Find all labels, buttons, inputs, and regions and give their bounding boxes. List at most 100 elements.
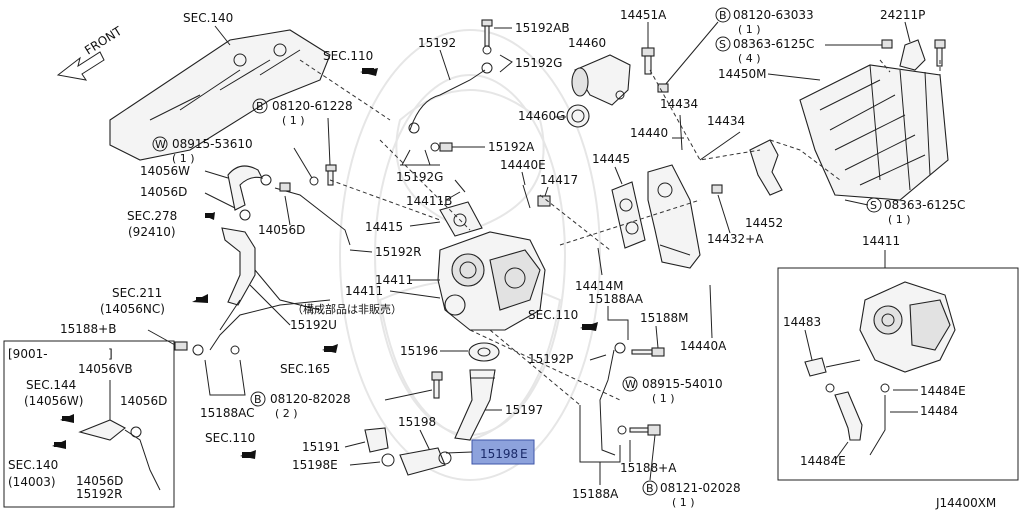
label-14056w[interactable]: 14056W <box>140 164 190 178</box>
highlighted-part-15198e[interactable] <box>471 439 535 465</box>
hose-14484[interactable] <box>825 383 890 456</box>
stud-14414m[interactable] <box>597 247 603 276</box>
label-14451a[interactable]: 14451A <box>620 8 667 22</box>
label-sec140-top[interactable]: SEC.140 <box>183 11 233 25</box>
label-92410[interactable]: (92410) <box>128 225 176 239</box>
label-15192[interactable]: 15192 <box>418 36 456 50</box>
bolt-08120-61228[interactable] <box>325 164 337 186</box>
label-sec278[interactable]: SEC.278 <box>127 209 177 223</box>
label-14056d-a[interactable]: 14056D <box>140 185 187 199</box>
label-14056d-b[interactable]: 14056D <box>258 223 305 237</box>
label-b08121-02028[interactable]: 08121-02028 <box>660 481 741 495</box>
air-inlet-pipe-14460[interactable] <box>571 54 631 106</box>
label-15196[interactable]: 15196 <box>400 344 438 358</box>
exhaust-manifold[interactable] <box>109 29 331 161</box>
label-15192a[interactable]: 15192A <box>488 140 535 154</box>
label-15188b[interactable]: 15188+B <box>60 322 116 336</box>
label-14415[interactable]: 14415 <box>365 220 403 234</box>
stud-14434[interactable] <box>679 114 741 161</box>
label-14483[interactable]: 14483 <box>783 315 821 329</box>
label-14417[interactable]: 14417 <box>540 173 578 187</box>
label-14414m[interactable]: 14414M <box>575 279 624 293</box>
oil-return-pipe-15197[interactable] <box>454 369 496 441</box>
label-s08363-6125c-b[interactable]: 08363-6125C <box>884 198 965 212</box>
label-15198e[interactable]: 15198E <box>292 458 338 472</box>
label-14452[interactable]: 14452 <box>745 216 783 230</box>
label-15188a-plus[interactable]: 15188+A <box>620 461 677 475</box>
highlighted-part-label[interactable]: 15198 <box>480 447 518 461</box>
label-14460g[interactable]: 14460G <box>518 109 565 123</box>
clip-24211p[interactable] <box>899 39 926 71</box>
label-15197[interactable]: 15197 <box>505 403 543 417</box>
gasket-15196[interactable] <box>468 342 500 362</box>
label-w08915-53610[interactable]: 08915-53610 <box>172 137 253 151</box>
label-14460[interactable]: 14460 <box>568 36 606 50</box>
label-14450m[interactable]: 14450M <box>718 67 767 81</box>
bolt-15188a[interactable] <box>617 424 661 436</box>
label-14056d-c[interactable]: 14056D <box>120 394 167 408</box>
gasket-14445[interactable] <box>611 181 646 249</box>
label-sec140-b[interactable]: SEC.140 <box>8 458 58 472</box>
label-sec110-a[interactable]: SEC.110 <box>323 49 373 63</box>
turbocharger-14411[interactable] <box>437 231 546 331</box>
hose-15198[interactable] <box>399 447 452 476</box>
label-14411-top[interactable]: 14411 <box>375 273 413 287</box>
label-14056vb[interactable]: 14056VB <box>78 362 133 376</box>
label-b08120-61228[interactable]: 08120-61228 <box>272 99 353 113</box>
label-14056nc[interactable]: (14056NC) <box>100 302 165 316</box>
label-s08363-6125c-a[interactable]: 08363-6125C <box>733 37 814 51</box>
label-14056w-b[interactable]: (14056W) <box>24 394 83 408</box>
label-14411-inset[interactable]: 14411 <box>862 234 900 248</box>
label-14432a[interactable]: 14432+A <box>707 232 764 246</box>
water-pipe-assembly[interactable] <box>219 227 321 331</box>
label-14445[interactable]: 14445 <box>592 152 630 166</box>
bracket-14452[interactable] <box>749 139 783 196</box>
label-b08120-82028[interactable]: 08120-82028 <box>270 392 351 406</box>
bolt-08120-82028[interactable] <box>431 371 443 399</box>
heat-shield-14450m[interactable] <box>799 64 949 201</box>
fitting-14483[interactable] <box>804 357 861 377</box>
label-15188m[interactable]: 15188M <box>640 311 689 325</box>
hose-inset-assembly[interactable] <box>78 380 161 491</box>
label-14003[interactable]: (14003) <box>8 475 56 489</box>
label-14440a[interactable]: 14440A <box>680 339 727 353</box>
label-b08120-63033[interactable]: 08120-63033 <box>733 8 814 22</box>
nut-14417[interactable] <box>537 195 551 207</box>
drain-tube-15192p[interactable] <box>599 342 626 456</box>
label-15192g-b[interactable]: 15192G <box>396 170 443 184</box>
clamp-14056d[interactable] <box>239 174 272 221</box>
label-sec211[interactable]: SEC.211 <box>112 286 162 300</box>
return-tube-15192u[interactable] <box>209 299 331 355</box>
label-15188ac[interactable]: 15188AC <box>200 406 255 420</box>
stud-14440a[interactable] <box>709 284 713 339</box>
clamp-15198e[interactable] <box>381 453 395 467</box>
label-14056d-d[interactable]: 14056D <box>76 474 123 488</box>
label-14411b[interactable]: 14411B <box>406 194 452 208</box>
stud-14440e[interactable] <box>522 184 531 209</box>
label-14434-b[interactable]: 14434 <box>707 114 745 128</box>
connector-15191[interactable] <box>364 427 389 453</box>
banjo-bolt-15192a[interactable] <box>430 142 453 152</box>
label-14484[interactable]: 14484 <box>920 404 958 418</box>
oil-feed-tube[interactable] <box>408 62 493 134</box>
label-sec110-c[interactable]: SEC.110 <box>205 431 255 445</box>
label-14434-a[interactable]: 14434 <box>660 97 698 111</box>
water-tube-15192r[interactable] <box>274 182 351 246</box>
label-14440[interactable]: 14440 <box>630 126 668 140</box>
label-15198[interactable]: 15198 <box>398 415 436 429</box>
label-15192r-a[interactable]: 15192R <box>375 245 422 259</box>
label-15192g-a[interactable]: 15192G <box>515 56 562 70</box>
bolt-15192ab[interactable] <box>481 19 493 55</box>
label-15192r-b[interactable]: 15192R <box>76 487 123 501</box>
label-15191[interactable]: 15191 <box>302 440 340 454</box>
label-24211p[interactable]: 24211P <box>880 8 925 22</box>
label-sec144[interactable]: SEC.144 <box>26 378 76 392</box>
bolt-14451a[interactable] <box>641 47 655 75</box>
label-15192u[interactable]: 15192U <box>290 318 337 332</box>
label-14484e-b[interactable]: 14484E <box>800 454 846 468</box>
label-sec110-b[interactable]: SEC.110 <box>528 308 578 322</box>
bolt-15188m[interactable] <box>631 347 665 357</box>
gasket-14460g[interactable] <box>566 104 590 128</box>
label-15192p[interactable]: 15192P <box>528 352 573 366</box>
label-14440e[interactable]: 14440E <box>500 158 546 172</box>
